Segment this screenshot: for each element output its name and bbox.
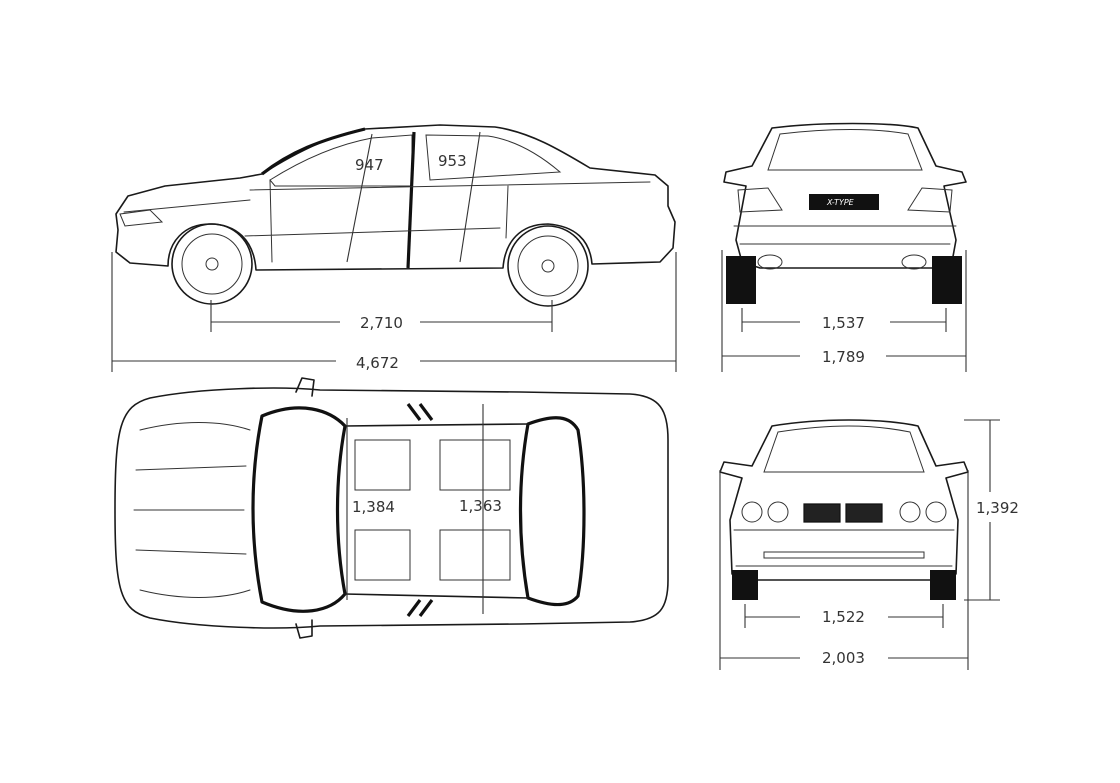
top-view: 1,384 1,363 [114,377,669,639]
side-windscreen [261,127,366,176]
front-wheel-hub [205,257,219,271]
front-bumper-lines [733,529,955,567]
front-tyre-right [930,570,956,600]
side-headlamp [119,209,164,227]
top-seats [354,439,511,581]
length-label: 4,672 [356,354,399,372]
rear-track-label: 1,537 [822,314,865,332]
rear-plate [809,194,879,210]
front-headroom-line [346,133,373,263]
front-wheel [171,223,253,305]
headlamp-left-inner [767,501,789,523]
top-b-pillar-lower [406,599,434,617]
top-b-pillar-upper [406,403,434,421]
rear-wheel-rim [517,235,579,297]
front-headroom-label: 947 [355,156,384,174]
side-beltline [123,179,651,263]
headlamp-right-outer [925,501,947,523]
front-wheel-rim [181,233,243,295]
front-tyre-left [732,570,758,600]
rear-tyre-right [932,256,962,304]
rear-wheel-hub [541,259,555,273]
rear-wheel [507,225,589,307]
exhaust-right [901,254,927,270]
front-grille [803,503,883,523]
side-view: 947 953 2,710 4,672 [111,124,677,372]
rear-view: X-TYPE 1,537 1,789 [721,122,967,372]
mirror-width-label: 2,003 [822,649,865,667]
side-body-outline [115,124,676,271]
front-windscreen [763,425,925,473]
rear-width-label: 1,789 [822,348,865,366]
top-mirror-left [295,377,315,397]
top-body-outline [114,387,669,629]
rear-plate-text: X-TYPE [826,198,855,207]
rear-body-outline [723,122,967,269]
wheelbase-label: 2,710 [360,314,403,332]
side-b-pillar [406,131,416,269]
front-track-label: 1,522 [822,608,865,626]
rear-lamp-right [907,187,953,213]
rear-bumper-line [733,225,957,245]
front-body-outline [719,419,969,581]
top-rear-screen [518,416,586,607]
front-view: 1,392 1,522 2,003 [719,419,1019,670]
headlamp-right-inner [899,501,921,523]
exhaust-left [757,254,783,270]
height-label: 1,392 [976,499,1019,517]
rear-window [767,129,923,171]
rear-headroom-label: 953 [438,152,467,170]
rear-shoulder-label: 1,363 [459,497,502,515]
front-shoulder-label: 1,384 [352,498,395,516]
top-mirror-right [295,619,313,639]
top-roof [344,423,529,599]
rear-lamp-left [737,187,783,213]
rear-tyre-left [726,256,756,304]
top-bonnet-lines [133,422,251,598]
rear-headroom-line [459,131,481,263]
headlamp-left-outer [741,501,763,523]
top-windscreen [251,406,347,613]
